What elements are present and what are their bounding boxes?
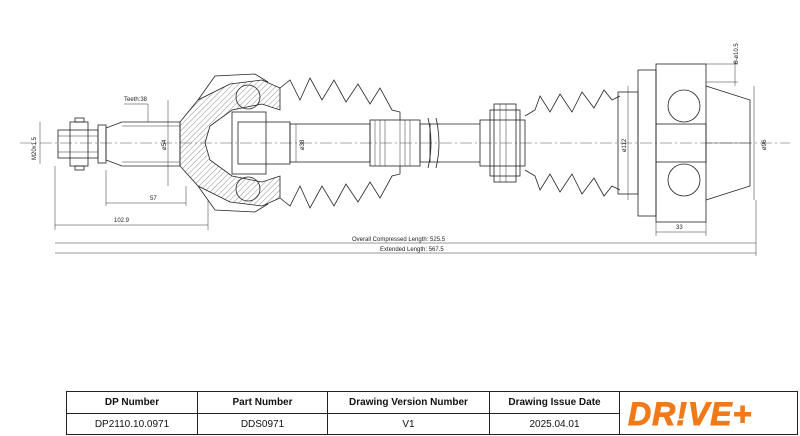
- left-boot: [279, 77, 401, 209]
- dim-extended: Extended Length: 567.5: [380, 247, 444, 253]
- value-issue-date: 2025.04.01: [490, 414, 620, 434]
- header-drawing-version: Drawing Version Number: [328, 392, 490, 414]
- threaded-stub: [57, 117, 107, 171]
- middle-shaft: [289, 117, 480, 169]
- header-issue-date: Drawing Issue Date: [490, 392, 620, 414]
- dim-teeth: Teeth:38: [124, 97, 148, 103]
- dim-57: 57: [150, 196, 157, 202]
- dim-compressed: Overall Compressed Length: 525.5: [352, 237, 446, 243]
- dim-d38: ø38: [300, 139, 306, 150]
- driveplus-logo: DR!VE+: [628, 396, 752, 433]
- value-dp-number: DP2110.10.0971: [67, 414, 198, 434]
- spline-shaft: [105, 121, 181, 167]
- driveshaft-drawing: M20x1.5 Teeth:38 ø54 ø38 ø112 ø96 6-ø10.…: [20, 43, 790, 256]
- logo-text: DR!VE+: [628, 396, 752, 432]
- value-part-number: DDS0971: [198, 414, 328, 434]
- dim-33: 33: [676, 225, 683, 231]
- title-block: DP Number Part Number Drawing Version Nu…: [66, 391, 798, 435]
- dim-bolt: 6-ø10.5: [734, 43, 740, 64]
- header-dp-number: DP Number: [67, 392, 198, 414]
- right-boot: [524, 89, 621, 197]
- damper-collar: [479, 103, 526, 183]
- value-drawing-version: V1: [328, 414, 490, 434]
- dim-thread: M20x1.5: [32, 136, 38, 160]
- header-part-number: Part Number: [198, 392, 328, 414]
- dim-102: 102.9: [114, 218, 130, 224]
- dim-d96: ø96: [762, 139, 768, 150]
- outer-cv-joint: [179, 73, 291, 213]
- dim-d112: ø112: [622, 138, 628, 152]
- dim-d54: ø54: [162, 139, 168, 150]
